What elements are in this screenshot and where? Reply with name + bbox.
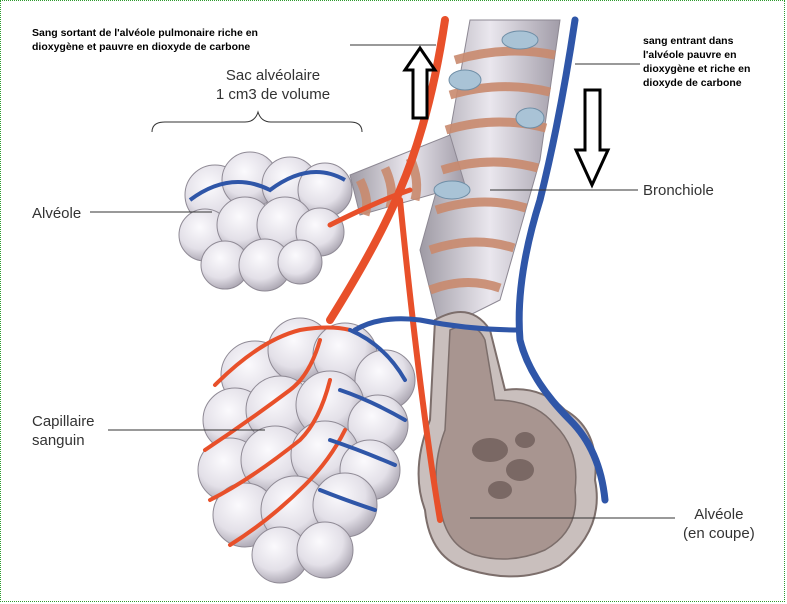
capillaire-label: Capillaire sanguin [32,412,95,450]
alveole-label: Alvéole [32,204,81,223]
blood-out-annotation: Sang sortant de l'alvéole pulmonaire ric… [32,26,332,54]
bronchiole-label: Bronchiole [643,181,714,200]
bronchiole-trunk [350,20,560,330]
upper-alveolar-sac [179,152,352,291]
blood-in-annotation: sang entrant dans l'alvéole pauvre en di… [643,34,783,90]
sectioned-alveolus [419,312,597,576]
alveole-coupe-label: Alvéole (en coupe) [683,505,755,543]
sac-label: Sac alvéolaire 1 cm3 de volume [198,66,348,104]
lower-alveolar-sac [198,318,415,583]
arrow-down-icon [576,90,608,185]
